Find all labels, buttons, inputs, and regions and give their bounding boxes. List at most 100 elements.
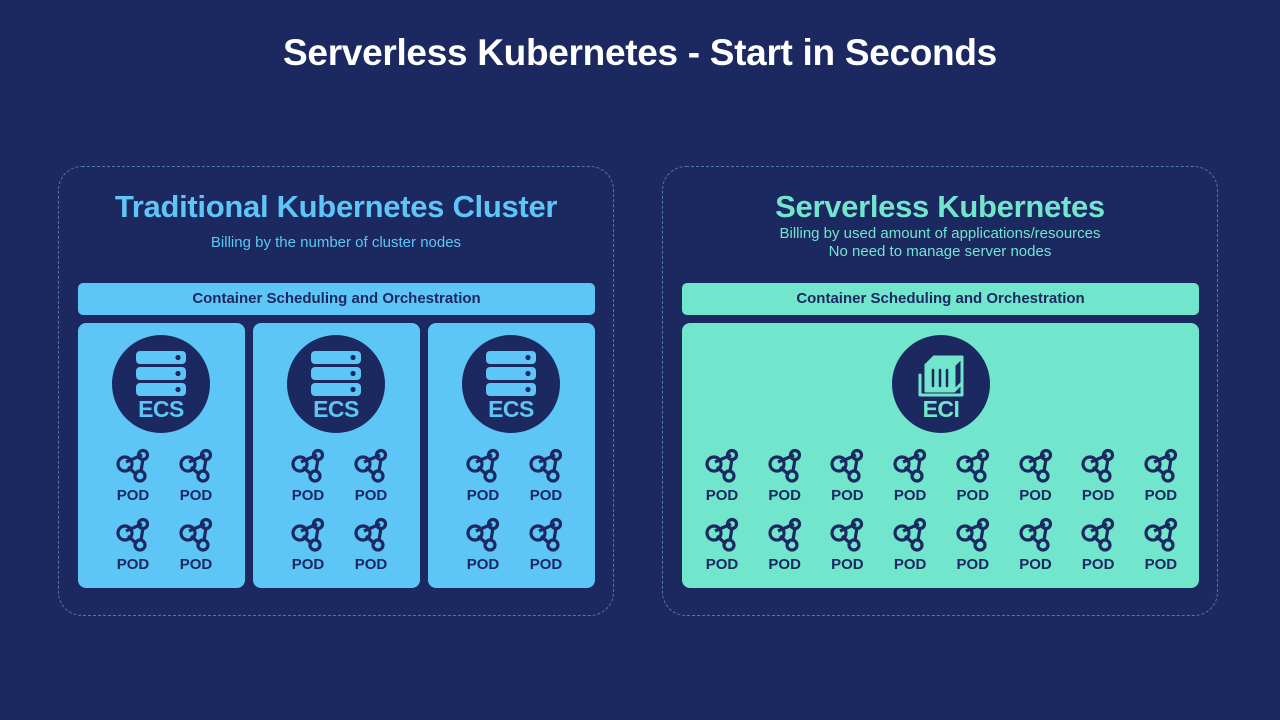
pod-node-graph-icon bbox=[1081, 448, 1115, 483]
server-stack-icon bbox=[311, 351, 361, 396]
pod: POD bbox=[694, 448, 750, 508]
pod: POD bbox=[168, 517, 224, 577]
eci-badge: ECI bbox=[892, 335, 990, 433]
pod-label: POD bbox=[354, 556, 388, 573]
pod-label: POD bbox=[831, 556, 864, 573]
pod-node-graph-icon bbox=[291, 517, 325, 552]
pod: POD bbox=[757, 517, 813, 577]
pod: POD bbox=[1070, 517, 1126, 577]
pod: POD bbox=[1133, 517, 1189, 577]
ecs-badge: ECS bbox=[112, 335, 210, 433]
traditional-cluster-panel: Traditional Kubernetes Cluster Billing b… bbox=[58, 166, 614, 616]
pod-label: POD bbox=[893, 556, 927, 573]
pod-node-graph-icon bbox=[116, 448, 150, 483]
pod-node-graph-icon bbox=[354, 517, 388, 552]
container-icon bbox=[918, 355, 964, 397]
pod-label: POD bbox=[291, 556, 325, 573]
serverless-panel: Serverless Kubernetes Billing by used am… bbox=[662, 166, 1218, 616]
traditional-cluster-title: Traditional Kubernetes Cluster bbox=[114, 189, 558, 224]
pod: POD bbox=[343, 448, 399, 508]
pod: POD bbox=[1008, 448, 1064, 508]
pod-label: POD bbox=[956, 556, 990, 573]
pod: POD bbox=[280, 448, 336, 508]
pod-label: POD bbox=[354, 487, 388, 504]
pod: POD bbox=[1008, 517, 1064, 577]
pod-node-graph-icon bbox=[466, 448, 500, 483]
pod-label: POD bbox=[466, 487, 500, 504]
pod: POD bbox=[945, 517, 1001, 577]
pod-node-graph-icon bbox=[179, 448, 213, 483]
pod: POD bbox=[694, 517, 750, 577]
pod-label: POD bbox=[1144, 556, 1178, 573]
pod: POD bbox=[280, 517, 336, 577]
pod-label: POD bbox=[291, 487, 325, 504]
serverless-billing-line: Billing by used amount of applications/r… bbox=[779, 225, 1101, 242]
pod: POD bbox=[882, 517, 938, 577]
page-title: Serverless Kubernetes - Start in Seconds bbox=[283, 32, 997, 73]
pod-node-graph-icon bbox=[1081, 517, 1115, 552]
ecs-badge: ECS bbox=[287, 335, 385, 433]
pod: POD bbox=[105, 448, 161, 508]
pod: POD bbox=[819, 448, 875, 508]
pod-node-graph-icon bbox=[705, 517, 739, 552]
pod-label: POD bbox=[956, 487, 990, 504]
pod-node-graph-icon bbox=[956, 517, 989, 552]
pod-label: POD bbox=[116, 556, 150, 573]
ecs-node: ECS POD POD POD POD bbox=[78, 323, 245, 588]
ecs-label: ECS bbox=[138, 396, 184, 422]
pod-label: POD bbox=[893, 487, 927, 504]
eci-instance-box: ECI POD POD POD POD POD POD POD POD POD POD POD POD… bbox=[682, 323, 1199, 588]
pod-label: POD bbox=[705, 556, 739, 573]
pod-label: POD bbox=[529, 487, 563, 504]
pod-node-graph-icon bbox=[529, 517, 563, 552]
pod: POD bbox=[945, 448, 1001, 508]
ecs-label: ECS bbox=[488, 396, 534, 422]
pod: POD bbox=[105, 517, 161, 577]
pod-node-graph-icon bbox=[179, 517, 213, 552]
ecs-label: ECS bbox=[313, 396, 359, 422]
pod-node-graph-icon bbox=[116, 517, 150, 552]
ecs-badge: ECS bbox=[462, 335, 560, 433]
pod: POD bbox=[518, 448, 574, 508]
pod-label: POD bbox=[1081, 556, 1115, 573]
pod: POD bbox=[455, 448, 511, 508]
pod-node-graph-icon bbox=[893, 517, 927, 552]
pod: POD bbox=[757, 448, 813, 508]
pod-node-graph-icon bbox=[466, 517, 500, 552]
pod-label: POD bbox=[1019, 487, 1052, 504]
pod: POD bbox=[882, 448, 938, 508]
serverless-nodes-line: No need to manage server nodes bbox=[828, 243, 1052, 260]
server-stack-icon bbox=[136, 351, 186, 396]
ecs-node: ECS POD POD POD POD bbox=[253, 323, 420, 588]
pod-node-graph-icon bbox=[705, 448, 739, 483]
pod: POD bbox=[455, 517, 511, 577]
pod-label: POD bbox=[1144, 487, 1178, 504]
pod-node-graph-icon bbox=[1144, 517, 1177, 552]
serverless-title: Serverless Kubernetes bbox=[775, 189, 1105, 224]
pod-node-graph-icon bbox=[354, 448, 388, 483]
pod-node-graph-icon bbox=[893, 448, 927, 483]
pod: POD bbox=[518, 517, 574, 577]
pod-node-graph-icon bbox=[768, 448, 801, 483]
pod-node-graph-icon bbox=[291, 448, 325, 483]
pod-label: POD bbox=[179, 487, 213, 504]
serverless-scheduling-bar: Container Scheduling and Orchestration bbox=[682, 283, 1199, 315]
server-stack-icon bbox=[486, 351, 536, 396]
traditional-scheduling-bar: Container Scheduling and Orchestration bbox=[78, 283, 595, 315]
pod-label: POD bbox=[1019, 556, 1052, 573]
traditional-billing-note: Billing by the number of cluster nodes bbox=[59, 234, 613, 252]
pod-node-graph-icon bbox=[830, 517, 864, 552]
pod: POD bbox=[819, 517, 875, 577]
pod-label: POD bbox=[116, 487, 150, 504]
pod-node-graph-icon bbox=[1018, 448, 1052, 483]
eci-label: ECI bbox=[922, 396, 960, 422]
pod-label: POD bbox=[768, 556, 801, 573]
pod: POD bbox=[1070, 448, 1126, 508]
pod-node-graph-icon bbox=[529, 448, 563, 483]
pod-label: POD bbox=[768, 487, 801, 504]
pod-node-graph-icon bbox=[830, 448, 864, 483]
serverless-billing-note: Billing by used amount of applications/r… bbox=[663, 225, 1217, 261]
pod-node-graph-icon bbox=[768, 517, 801, 552]
pod-label: POD bbox=[831, 487, 864, 504]
